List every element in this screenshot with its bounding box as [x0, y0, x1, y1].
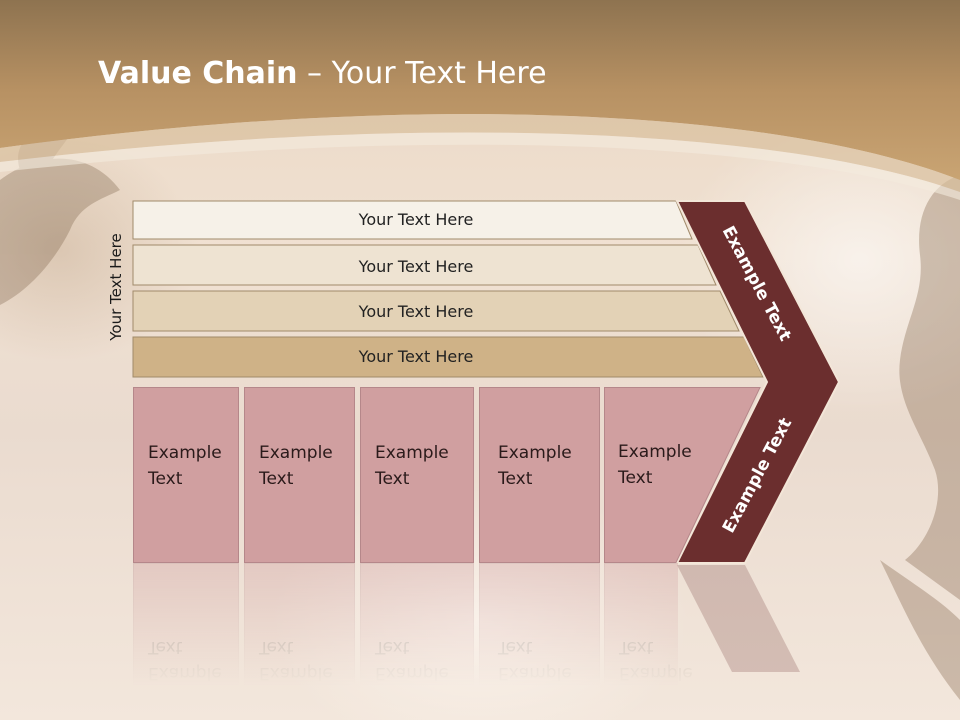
example-box-4-line2: Text [498, 469, 533, 489]
example-box-1-text: Example Text [148, 440, 222, 492]
example-box-1-line2: Text [148, 469, 183, 489]
example-box-2[interactable]: Example Text [244, 387, 355, 563]
example-box-3-text: Example Text [375, 440, 449, 492]
bar-1-label: Your Text Here [358, 210, 474, 229]
bar-4[interactable]: Your Text Here [132, 336, 764, 378]
example-box-5-shape [604, 387, 761, 563]
example-box-4[interactable]: Example Text [479, 387, 600, 563]
bar-3[interactable]: Your Text Here [132, 290, 740, 332]
example-box-1[interactable]: Example Text [133, 387, 239, 563]
example-box-4-line1: Example [498, 443, 572, 463]
example-box-5-line2: Text [618, 468, 653, 488]
example-box-2-text: Example Text [259, 440, 333, 492]
example-box-3[interactable]: Example Text [360, 387, 474, 563]
bar-1[interactable]: Your Text Here [132, 200, 693, 240]
header-band [0, 0, 960, 200]
person-silhouette [880, 175, 960, 700]
title-bold: Value Chain [98, 56, 298, 91]
bar-2[interactable]: Your Text Here [132, 244, 717, 286]
bar-4-label: Your Text Here [358, 347, 474, 366]
slide-title: Value Chain – Your Text Here [98, 56, 547, 91]
example-box-5-text: Example Text [618, 439, 692, 491]
example-box-5[interactable]: Example Text [604, 387, 724, 563]
example-box-3-line2: Text [375, 469, 410, 489]
example-box-2-line2: Text [259, 469, 294, 489]
example-box-2-line1: Example [259, 443, 333, 463]
title-rest: – Your Text Here [297, 56, 547, 91]
example-box-3-line1: Example [375, 443, 449, 463]
bar-2-label: Your Text Here [358, 257, 474, 276]
example-box-5-line1: Example [618, 442, 692, 462]
example-box-4-text: Example Text [498, 440, 572, 492]
example-box-1-line1: Example [148, 443, 222, 463]
bar-3-label: Your Text Here [358, 302, 474, 321]
chevron-reflection [677, 565, 800, 672]
